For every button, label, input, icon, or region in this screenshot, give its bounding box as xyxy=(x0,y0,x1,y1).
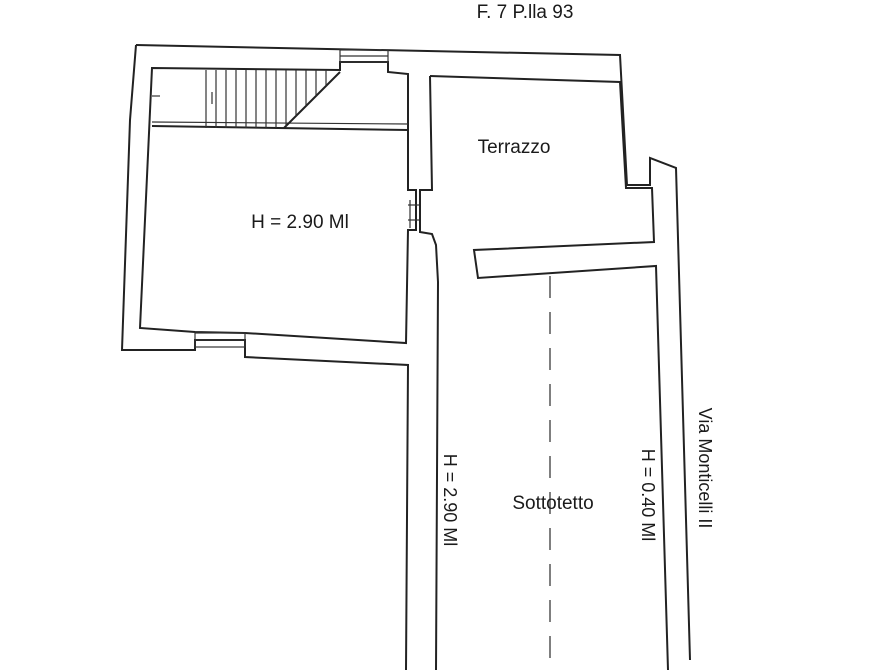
parcel-reference-label: F. 7 P.lla 93 xyxy=(477,2,574,23)
street-name-label: Via Monticelli II xyxy=(695,408,715,529)
attic-left-height-label: H = 2.90 Ml xyxy=(440,454,460,547)
terrace-attic-inner-right-wall xyxy=(429,75,669,670)
outer-wall-top-right xyxy=(135,44,691,661)
stair-treads xyxy=(205,70,327,128)
outer-wall-left xyxy=(120,44,410,670)
upper-room-inner-wall xyxy=(138,61,417,345)
stair-landing-line-2 xyxy=(151,121,409,125)
attic-right-height-label: H = 0.40 Ml xyxy=(638,449,658,542)
stair-diagonal xyxy=(283,71,341,129)
upper-room-height-label: H = 2.90 Ml xyxy=(251,212,349,233)
terrace-label: Terrazzo xyxy=(478,137,551,158)
internal-door xyxy=(408,200,420,228)
attic-label: Sottotetto xyxy=(512,493,593,514)
stair-landing-line xyxy=(151,125,409,131)
terrace-attic-inner-left-wall xyxy=(419,75,440,670)
